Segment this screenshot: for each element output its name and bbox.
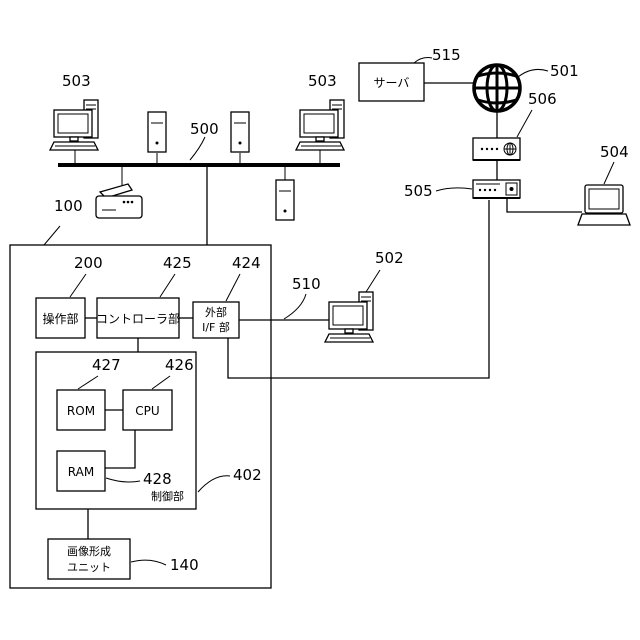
ref-device: 100	[54, 197, 83, 215]
ref-operation-unit: 200	[74, 254, 103, 272]
network-hub-icon	[473, 180, 520, 198]
internet-globe-icon	[474, 65, 520, 111]
control-unit-label: 制御部	[151, 489, 184, 503]
ref-external-if: 424	[232, 254, 261, 272]
external-if-label-line1: 外部	[205, 305, 227, 319]
ref-hub: 505	[404, 182, 433, 200]
leader-device	[44, 226, 60, 245]
leader-pc-direct	[366, 270, 380, 292]
ref-internet: 501	[550, 62, 579, 80]
leader-hub	[436, 188, 472, 191]
ram-label: RAM	[68, 465, 94, 479]
desktop-pc-icon-left	[50, 100, 98, 150]
image-forming-label-line1: 画像形成	[67, 545, 111, 558]
external-if-label-line2: I/F 部	[202, 320, 230, 334]
router-icon	[473, 138, 520, 160]
ref-lan: 500	[190, 120, 219, 138]
printer-icon	[96, 184, 142, 218]
ref-cable: 510	[292, 275, 321, 293]
cpu-label: CPU	[135, 404, 159, 418]
ref-controller-unit: 425	[163, 254, 192, 272]
ref-cpu: 426	[165, 356, 194, 374]
tower-server-icon-a	[148, 112, 166, 152]
desktop-pc-icon-right	[296, 100, 344, 150]
ref-image-forming: 140	[170, 556, 199, 574]
ref-server: 515	[432, 46, 461, 64]
ref-laptop: 504	[600, 143, 629, 161]
leader-server	[414, 58, 432, 63]
leader-laptop	[604, 162, 614, 184]
ref-pc-direct: 502	[375, 249, 404, 267]
ref-router: 506	[528, 90, 557, 108]
desktop-pc-icon-direct	[325, 292, 373, 342]
leader-cable	[284, 294, 306, 319]
tower-server-icon-c	[276, 180, 294, 220]
ref-pc-left: 503	[62, 72, 91, 90]
operation-unit-label: 操作部	[42, 311, 78, 326]
ref-pc-right: 503	[308, 72, 337, 90]
controller-unit-label: コントローラ部	[96, 311, 180, 326]
leader-lan	[190, 137, 205, 160]
ref-control-unit: 402	[233, 466, 262, 484]
leader-router	[517, 110, 532, 137]
leader-internet	[518, 69, 548, 77]
tower-server-icon-b	[231, 112, 249, 152]
laptop-icon	[578, 185, 630, 225]
hub-to-laptop-line	[507, 198, 582, 212]
ref-ram: 428	[143, 470, 172, 488]
image-forming-label-line2: ユニット	[67, 561, 111, 574]
rom-label: ROM	[67, 404, 95, 418]
ref-rom: 427	[92, 356, 121, 374]
server-label: サーバ	[374, 76, 410, 90]
